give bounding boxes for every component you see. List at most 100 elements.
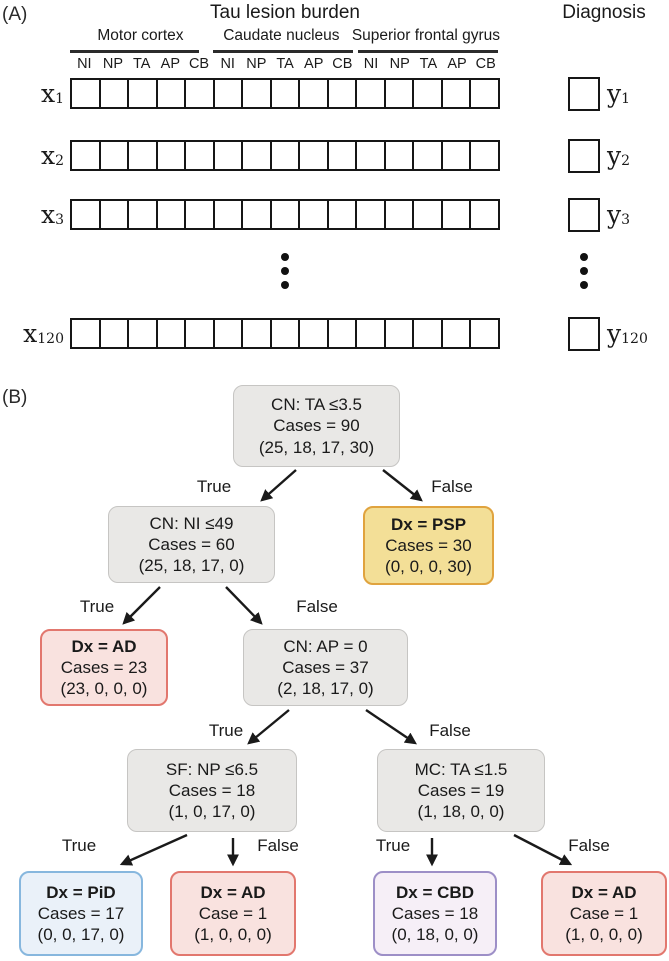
- feature-cell: [469, 199, 500, 230]
- node-cases: Case = 1: [198, 903, 268, 923]
- node-class-counts: (0, 0, 17, 0): [37, 925, 125, 945]
- feature-cell: [326, 318, 358, 349]
- node-class-counts: (2, 18, 17, 0): [277, 679, 374, 699]
- feature-cell: [326, 78, 358, 109]
- feature-cell: [383, 140, 415, 171]
- feature-cell: [298, 318, 329, 349]
- feature-cell: [127, 140, 158, 171]
- edge-mcta-false: [513, 833, 573, 866]
- node-condition: CN: NI ≤49: [149, 513, 234, 533]
- edge-label-true: True: [79, 597, 115, 616]
- feature-cells: [70, 140, 500, 171]
- column-label: CB: [332, 56, 353, 72]
- feature-cell: [241, 140, 272, 171]
- feature-cell: [269, 140, 301, 171]
- tree-leaf-pid: Dx = PiD Cases = 17 (0, 0, 17, 0): [19, 871, 143, 956]
- feature-cell: [383, 199, 415, 230]
- node-condition: CN: TA ≤3.5: [271, 395, 362, 415]
- feature-cell: [184, 318, 215, 349]
- feature-cell: [241, 318, 272, 349]
- node-class-counts: (0, 18, 0, 0): [391, 925, 479, 945]
- region-motor-cortex: Motor cortex: [97, 27, 184, 44]
- y-subscript: 2: [621, 153, 631, 169]
- feature-cell: [298, 140, 329, 171]
- feature-cell: [269, 78, 301, 109]
- node-cases: Cases = 37: [282, 657, 369, 677]
- diagnosis-cell: [568, 77, 600, 111]
- x-subscript: 2: [55, 153, 64, 169]
- feature-cell: [70, 199, 101, 230]
- edge-label-false: False: [568, 836, 610, 855]
- feature-cell: [355, 199, 386, 230]
- column-label: AP: [160, 56, 181, 72]
- y-symbol: y: [607, 140, 622, 170]
- node-cases: Cases = 19: [417, 780, 505, 800]
- feature-cell: [469, 318, 500, 349]
- feature-cell: [184, 140, 215, 171]
- node-cases: Cases = 90: [273, 416, 360, 436]
- tree-leaf-ad-1-left: Dx = AD Case = 1 (1, 0, 0, 0): [170, 871, 296, 956]
- region-caudate-nucleus: Caudate nucleus: [223, 27, 340, 44]
- node-cases: Cases = 23: [60, 657, 148, 677]
- region-underline: [70, 50, 199, 53]
- y-symbol: y: [607, 199, 622, 229]
- panel-b-label: (B): [2, 387, 28, 408]
- tree-leaf-ad-23: Dx = AD Cases = 23 (23, 0, 0, 0): [40, 629, 168, 706]
- node-class-counts: (1, 18, 0, 0): [417, 802, 505, 822]
- feature-cell: [212, 78, 244, 109]
- ellipsis-dot: [281, 267, 289, 275]
- feature-cell: [241, 78, 272, 109]
- node-cases: Case = 1: [569, 903, 639, 923]
- feature-cells: [70, 318, 500, 349]
- region-superior-frontal-gyrus: Superior frontal gyrus: [351, 27, 500, 44]
- leaf-diagnosis: Dx = AD: [200, 882, 266, 902]
- ellipsis-dot: [281, 281, 289, 289]
- diagnosis-cell: [568, 317, 600, 351]
- leaf-diagnosis: Dx = PSP: [390, 514, 467, 534]
- edge-root-false: [382, 469, 423, 502]
- feature-cell: [155, 140, 187, 171]
- edge-sfnp-true: [119, 833, 188, 866]
- y-symbol: y: [607, 318, 622, 348]
- feature-cell: [383, 318, 415, 349]
- feature-cell: [212, 199, 244, 230]
- column-label: CB: [475, 56, 496, 72]
- feature-cell: [70, 78, 101, 109]
- node-class-counts: (1, 0, 0, 0): [565, 925, 643, 945]
- ellipsis-dot: [580, 253, 588, 261]
- x-subscript: 1: [55, 91, 64, 107]
- region-underline: [358, 50, 498, 53]
- feature-cell: [127, 78, 158, 109]
- feature-cell: [269, 318, 301, 349]
- node-class-counts: (1, 0, 0, 0): [194, 925, 272, 945]
- feature-cell: [440, 140, 472, 171]
- edge-label-true: True: [196, 477, 232, 496]
- diagnosis-title: Diagnosis: [562, 2, 646, 23]
- column-label: NI: [220, 56, 235, 72]
- feature-cells: [70, 199, 500, 230]
- feature-cell: [127, 318, 158, 349]
- feature-cell: [98, 199, 130, 230]
- feature-cell: [155, 78, 187, 109]
- column-label: TA: [419, 56, 438, 72]
- feature-cell: [155, 199, 187, 230]
- feature-cell: [355, 318, 386, 349]
- feature-cell: [469, 140, 500, 171]
- node-class-counts: (23, 0, 0, 0): [60, 679, 148, 699]
- edge-label-false: False: [296, 597, 338, 616]
- feature-cell: [184, 78, 215, 109]
- brain-region-headers: Motor cortex Caudate nucleus Superior fr…: [70, 27, 500, 45]
- feature-cell: [155, 318, 187, 349]
- tree-leaf-psp: Dx = PSP Cases = 30 (0, 0, 0, 30): [363, 506, 494, 585]
- x-subscript: 3: [55, 212, 64, 228]
- y-subscript: 1: [621, 91, 631, 107]
- leaf-diagnosis: Dx = AD: [571, 882, 637, 902]
- y-subscript: 3: [621, 212, 631, 228]
- ellipsis-dot: [580, 267, 588, 275]
- edge-label-true: True: [375, 836, 411, 855]
